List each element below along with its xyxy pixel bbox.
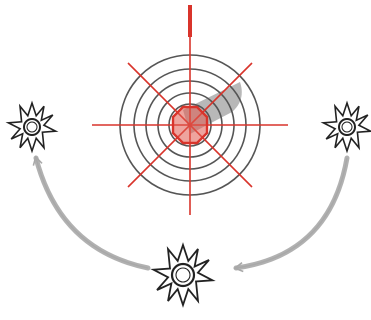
sun-icon-left [8,103,55,151]
sun-icon-bottom [154,245,213,305]
curved-arrow-icon-left [36,158,148,268]
curved-arrow-icon-left-thick [36,158,148,268]
center-octagon [173,107,207,143]
concentric-target-icon [92,37,288,215]
curved-arrow-icon-right-thick [236,158,347,268]
sun-icon-right [323,103,370,151]
